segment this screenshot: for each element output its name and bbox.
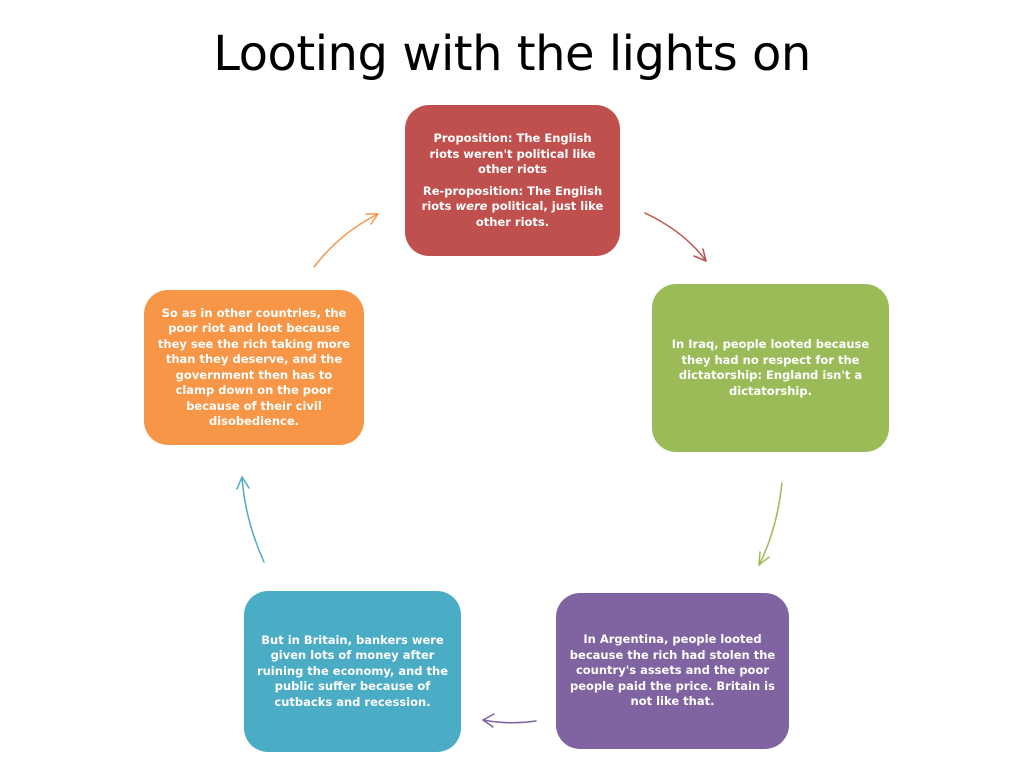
cycle-node-britain: But in Britain, bankers were given lots …	[244, 591, 461, 752]
arrow-right-to-bottom-right	[758, 482, 783, 566]
conclusion-text: So as in other countries, the poor riot …	[157, 305, 351, 429]
cycle-node-iraq: In Iraq, people looted because they had …	[652, 284, 889, 452]
arrow-bottom-left-to-left	[236, 476, 265, 563]
cycle-node-argentina: In Argentina, people looted because the …	[556, 593, 789, 749]
arrow-bottom-right-to-bottom-left	[482, 713, 537, 728]
cycle-node-proposition: Proposition: The English riots weren't p…	[405, 105, 620, 256]
arrow-top-to-right	[644, 212, 707, 262]
cycle-node-conclusion: So as in other countries, the poor riot …	[144, 290, 364, 445]
re-proposition-text-start: Re-proposition: The English riots	[421, 183, 603, 214]
britain-text: But in Britain, bankers were given lots …	[256, 632, 449, 709]
arrow-left-to-top	[313, 213, 379, 268]
re-proposition-text: Re-proposition: The English riots were p…	[417, 184, 608, 231]
iraq-text: In Iraq, people looted because they had …	[671, 337, 870, 398]
re-proposition-text-end: political, just like other riots.	[475, 199, 604, 229]
slide-title: Looting with the lights on	[213, 26, 811, 82]
proposition-text: Proposition: The English riots weren't p…	[429, 131, 596, 176]
argentina-text: In Argentina, people looted because the …	[569, 632, 776, 709]
re-proposition-emphasis: were	[455, 199, 488, 213]
